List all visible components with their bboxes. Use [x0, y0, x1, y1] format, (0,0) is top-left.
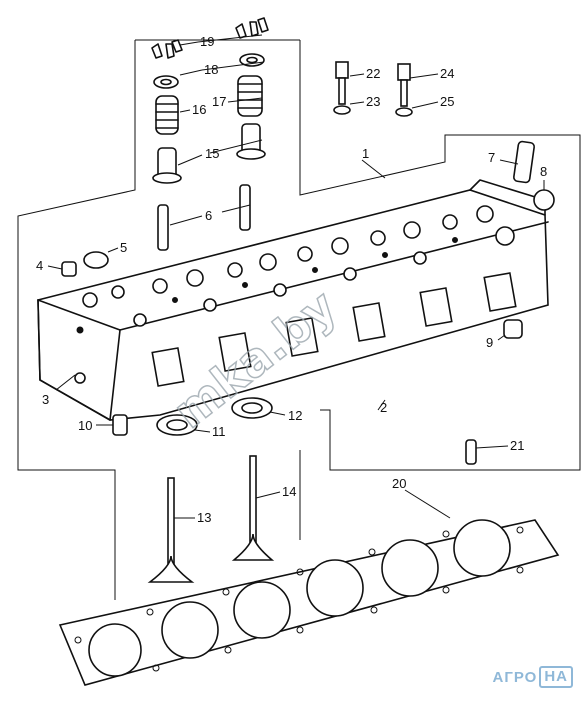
valve-guides: [157, 184, 251, 251]
callout-23: 23: [366, 94, 380, 109]
callout-2: 2: [380, 400, 387, 415]
callout-15: 15: [205, 146, 219, 161]
callout-17: 17: [212, 94, 226, 109]
callout-16: 16: [192, 102, 206, 117]
callout-9: 9: [486, 335, 493, 350]
callout-8: 8: [540, 164, 547, 179]
head-bolts: [333, 61, 413, 117]
callout-7: 7: [488, 150, 495, 165]
callout-4: 4: [36, 258, 43, 273]
logo-left-text: АГРО: [492, 668, 538, 686]
callout-14: 14: [282, 484, 296, 499]
callout-20: 20: [392, 476, 406, 491]
callout-11: 11: [212, 424, 226, 439]
exhaust-ports: [151, 272, 517, 387]
callout-25: 25: [440, 94, 454, 109]
callout-19: 19: [200, 34, 214, 49]
callout-12: 12: [288, 408, 302, 423]
leader-lines: [47, 34, 545, 519]
callout-labels: 1 2 3 4 5 6 7 8 9 10 11 12 13 14 15 16 1…: [36, 34, 547, 525]
valves: [147, 455, 275, 583]
injector-sleeve: [513, 140, 555, 211]
callout-18: 18: [204, 62, 218, 77]
callout-6: 6: [205, 208, 212, 223]
valve-seat-inserts: [156, 397, 273, 436]
gasket-holes: [74, 526, 524, 672]
callout-22: 22: [366, 66, 380, 81]
valve-collets: [151, 17, 269, 59]
valve-seat-bosses: [74, 205, 515, 384]
callout-24: 24: [440, 66, 454, 81]
cylinder-head: [37, 179, 549, 421]
callout-21: 21: [510, 438, 524, 453]
callout-3: 3: [42, 392, 49, 407]
logo-right-text: НА: [539, 666, 573, 688]
callout-10: 10: [78, 418, 92, 433]
valve-stem-seals: [152, 123, 266, 184]
head-gasket: [58, 519, 560, 686]
callout-13: 13: [197, 510, 211, 525]
callout-5: 5: [120, 240, 127, 255]
callout-1: 1: [362, 146, 369, 161]
brand-logo: АГРО НА: [493, 666, 573, 688]
valve-springs: [155, 75, 263, 135]
